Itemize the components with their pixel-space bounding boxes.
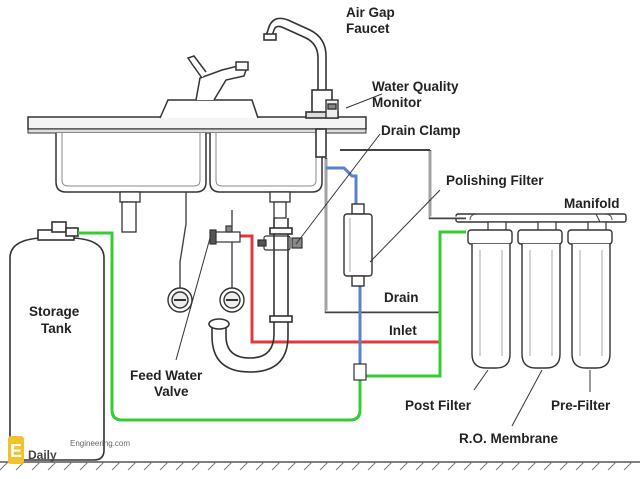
drain-line-inner xyxy=(325,151,466,312)
feed-water-valve xyxy=(209,225,241,245)
logo-letter: E xyxy=(10,441,22,461)
label-inlet: Inlet xyxy=(389,323,417,338)
supply-lines xyxy=(179,192,233,290)
water-quality-monitor xyxy=(325,99,339,119)
label-air-gap-faucet-line2: Faucet xyxy=(346,21,390,36)
inlet-line xyxy=(238,234,440,344)
label-storage-tank-line1: Storage xyxy=(29,304,80,319)
label-pre-filter: Pre-Filter xyxy=(551,398,611,413)
logo-site: Engineering.com xyxy=(70,439,130,448)
kitchen-faucet xyxy=(159,55,259,119)
label-drain-clamp: Drain Clamp xyxy=(381,123,461,138)
label-manifold: Manifold xyxy=(564,196,620,211)
p-trap xyxy=(208,218,293,373)
floor xyxy=(0,461,640,471)
label-water-quality-monitor-line2: Monitor xyxy=(372,95,422,110)
label-ro-membrane: R.O. Membrane xyxy=(459,431,559,446)
blue-product-line xyxy=(326,166,362,366)
tee-fitting xyxy=(353,363,367,381)
logo-brand: Daily xyxy=(28,448,57,462)
label-feed-water-valve-line1: Feed Water xyxy=(130,368,203,383)
sink-basin-right xyxy=(209,133,323,193)
label-feed-water-valve-line2: Valve xyxy=(154,384,189,399)
label-air-gap-faucet-line1: Air Gap xyxy=(346,5,395,20)
shutoff-valve-right xyxy=(219,287,245,313)
shutoff-valve-left xyxy=(167,287,193,313)
daily-engineering-logo: E Engineering.com Daily xyxy=(8,436,130,464)
leader-lines xyxy=(175,93,601,427)
sink-drain-tails xyxy=(119,191,291,233)
storage-tank xyxy=(9,221,105,461)
post-filter-housing xyxy=(467,229,513,369)
polishing-filter xyxy=(343,203,373,287)
label-water-quality-monitor-line1: Water Quality xyxy=(372,79,459,94)
sink-basin-left xyxy=(55,133,207,193)
label-post-filter: Post Filter xyxy=(405,398,472,413)
pre-filter-housing xyxy=(567,229,613,369)
label-drain: Drain xyxy=(384,290,419,305)
label-storage-tank-line2: Tank xyxy=(41,321,72,336)
ro-membrane-housing xyxy=(517,229,563,369)
drain-clamp xyxy=(257,235,303,251)
label-polishing-filter: Polishing Filter xyxy=(446,173,544,188)
green-tubing xyxy=(78,230,466,422)
logo-mark-icon xyxy=(8,436,24,464)
